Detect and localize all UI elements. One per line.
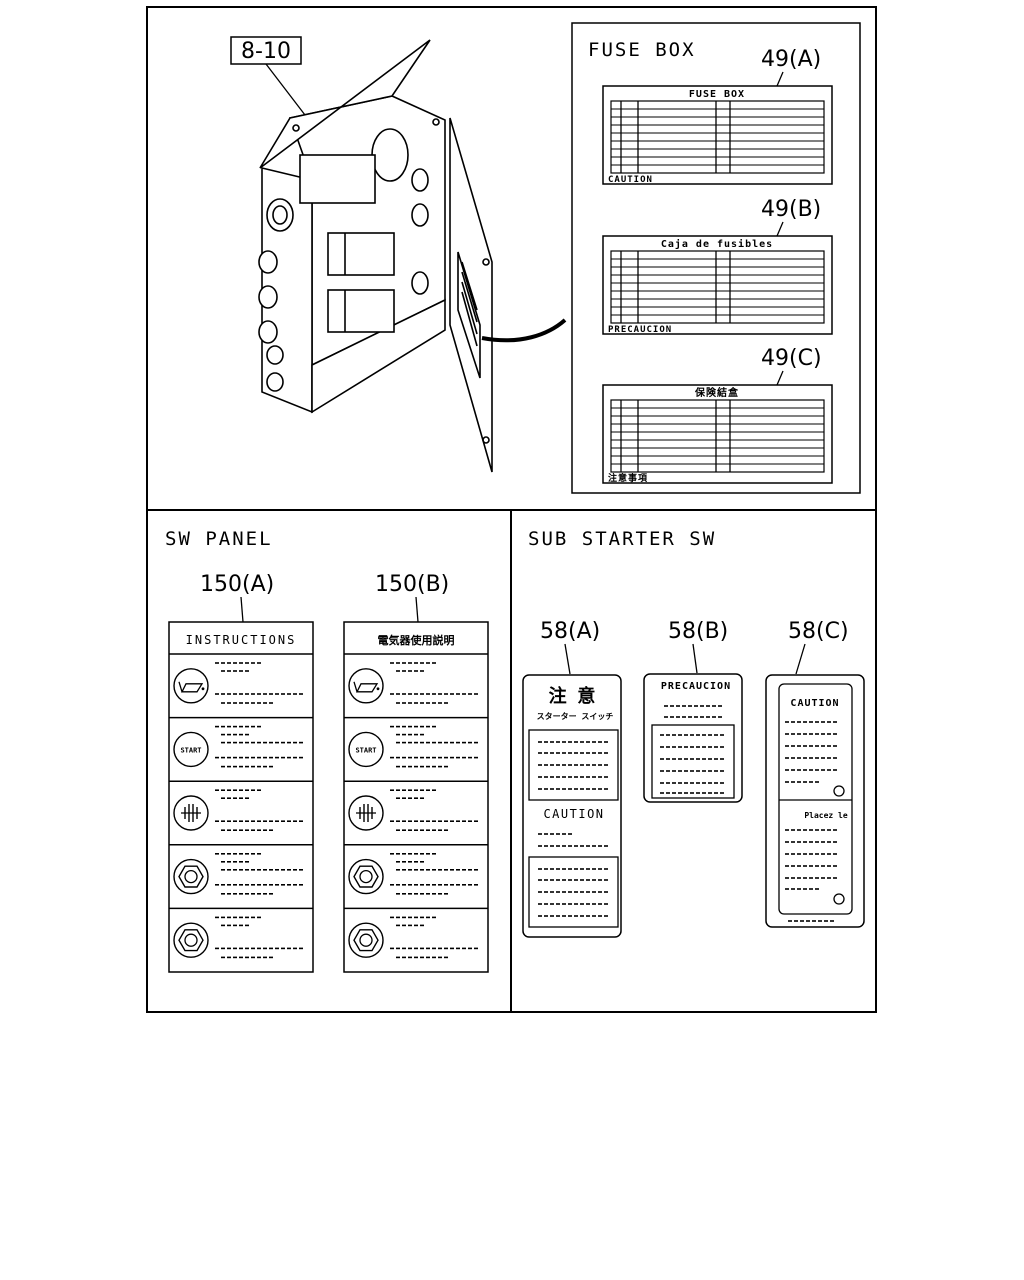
label-49b-title: Caja de fusibles bbox=[661, 238, 773, 250]
label-58b: 58(B) PRECAUCION bbox=[643, 619, 743, 803]
callout-leader bbox=[776, 221, 784, 237]
start-icon-text: START bbox=[180, 746, 201, 754]
oil-can-icon bbox=[173, 668, 209, 704]
oil-can-icon bbox=[348, 668, 384, 704]
label-58c-hole bbox=[833, 785, 845, 797]
nut-icon bbox=[353, 865, 379, 888]
door-label-leader bbox=[481, 318, 567, 343]
label-150b-title: 電気器使用説明 bbox=[378, 633, 455, 647]
label-49a-callout: 49(A) bbox=[761, 47, 821, 72]
label-150b: 150(B) 電気器使用説明 START bbox=[343, 572, 489, 973]
part-58a-callout: 58(A) bbox=[540, 619, 600, 644]
part-58c-callout: 58(C) bbox=[788, 619, 849, 644]
nut-icon bbox=[178, 929, 204, 952]
glow-heater-icon bbox=[348, 795, 384, 831]
label-58c-fr-text: Placez le bbox=[804, 811, 848, 820]
sw-panel-section-title: SW PANEL bbox=[165, 528, 273, 550]
part-58b-callout: 58(B) bbox=[668, 619, 728, 644]
glow-heater-icon bbox=[173, 795, 209, 831]
housing-ref-label: 8-10 bbox=[241, 39, 291, 64]
label-49a-border bbox=[602, 85, 833, 185]
label-58c: 58(C) CAUTION Placez le bbox=[765, 619, 865, 928]
callout-leader bbox=[776, 71, 784, 87]
fuse-table bbox=[610, 399, 825, 473]
nut-icon bbox=[173, 858, 209, 895]
label-150a-title: INSTRUCTIONS bbox=[186, 633, 297, 647]
nut-icon bbox=[184, 933, 198, 947]
label-58a-jp-subtitle: スターター スイッチ bbox=[537, 711, 614, 721]
fuse-box-section-title: FUSE BOX bbox=[588, 39, 696, 61]
label-150b-callout: 150(B) bbox=[375, 572, 449, 597]
nut-icon bbox=[348, 922, 384, 958]
nut-icon bbox=[359, 869, 373, 884]
housing-ref-leader bbox=[265, 63, 306, 116]
nut-icon bbox=[353, 929, 379, 952]
callout-leader bbox=[776, 370, 784, 386]
nut-icon bbox=[348, 858, 384, 895]
label-49c-callout: 49(C) bbox=[761, 346, 822, 371]
nut-icon bbox=[184, 869, 198, 884]
label-49c-border bbox=[602, 384, 833, 484]
oil-can-icon bbox=[376, 687, 380, 691]
label-58a-caution: CAUTION bbox=[543, 807, 604, 821]
fuse-table bbox=[610, 250, 825, 324]
label-49b-border bbox=[602, 235, 833, 335]
label-58c-title: CAUTION bbox=[790, 698, 839, 709]
sub-starter-section-title: SUB STARTER SW bbox=[528, 528, 716, 550]
label-49c-footer: 注意事項 bbox=[608, 472, 648, 484]
label-49a-title: FUSE BOX bbox=[689, 89, 745, 100]
fuse-box-detail-panel bbox=[571, 22, 861, 494]
nut-icon bbox=[173, 922, 209, 958]
callout-leader bbox=[240, 596, 244, 623]
fuse-box-housing-illustration bbox=[258, 39, 493, 473]
label-58a: 58(A) 注 意 スターター スイッチ CAUTION bbox=[522, 619, 622, 938]
start-icon bbox=[348, 731, 384, 768]
oil-can-icon bbox=[178, 681, 204, 693]
nut-icon bbox=[359, 933, 373, 947]
label-150a-callout: 150(A) bbox=[200, 572, 274, 597]
label-150a: 150(A) INSTRUCTIONS START bbox=[168, 572, 314, 973]
label-150a-border bbox=[168, 621, 314, 973]
label-49b-callout: 49(B) bbox=[761, 197, 821, 222]
start-icon bbox=[173, 731, 209, 768]
label-49c-title: 保険結盒 bbox=[694, 386, 739, 399]
label-58b-title: PRECAUCION bbox=[661, 681, 731, 692]
oil-can-icon bbox=[201, 687, 205, 691]
fuse-table bbox=[610, 100, 825, 174]
label-58a-jp-title: 注 意 bbox=[549, 685, 596, 707]
label-49a: 49(A) FUSE BOX CAUTION bbox=[602, 47, 833, 185]
start-icon-text: START bbox=[355, 746, 376, 754]
oil-can-icon bbox=[353, 681, 379, 693]
label-58c-hole bbox=[833, 893, 845, 905]
label-49b-footer: PRECAUCION bbox=[608, 325, 672, 335]
callout-leader bbox=[415, 596, 419, 623]
label-49a-footer: CAUTION bbox=[608, 175, 653, 185]
label-150b-border bbox=[343, 621, 489, 973]
nut-icon bbox=[178, 865, 204, 888]
